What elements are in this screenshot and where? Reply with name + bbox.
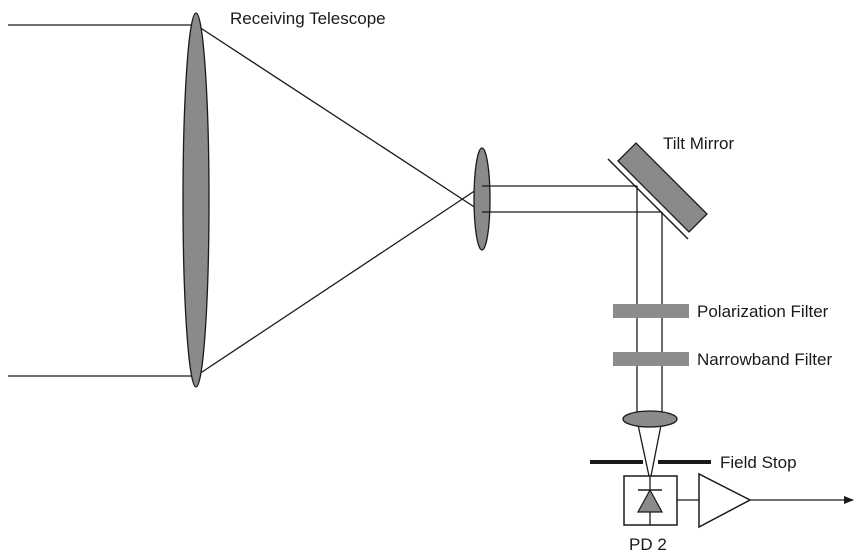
field-stop-label: Field Stop	[720, 453, 797, 472]
focusing-lens	[622, 410, 678, 428]
receiving-telescope-label: Receiving Telescope	[230, 9, 386, 28]
incoming-beam	[8, 24, 196, 377]
photodiode	[623, 475, 678, 526]
tilt-mirror-body	[617, 142, 708, 233]
focus-ray-right	[650, 419, 663, 477]
focused-beam	[636, 419, 663, 477]
polarization-filter-label: Polarization Filter	[697, 302, 829, 321]
polarization-filter	[613, 304, 689, 318]
photodiode-label: PD 2	[629, 535, 667, 554]
cone-ray-upper	[195, 24, 483, 213]
receiving-telescope-lens	[182, 12, 210, 388]
collimating-lens	[473, 147, 491, 251]
tilt-mirror-surface	[607, 158, 689, 240]
tilt-mirror	[607, 142, 708, 240]
converging-cone	[195, 24, 483, 377]
reflected-beam	[636, 186, 663, 412]
cone-ray-lower	[195, 185, 483, 377]
tilt-mirror-label: Tilt Mirror	[663, 134, 734, 153]
narrowband-filter	[613, 352, 689, 366]
narrowband-filter-label: Narrowband Filter	[697, 350, 832, 369]
focus-ray-left	[636, 419, 650, 477]
collimated-beam	[482, 185, 662, 213]
amplifier-triangle	[698, 472, 752, 529]
